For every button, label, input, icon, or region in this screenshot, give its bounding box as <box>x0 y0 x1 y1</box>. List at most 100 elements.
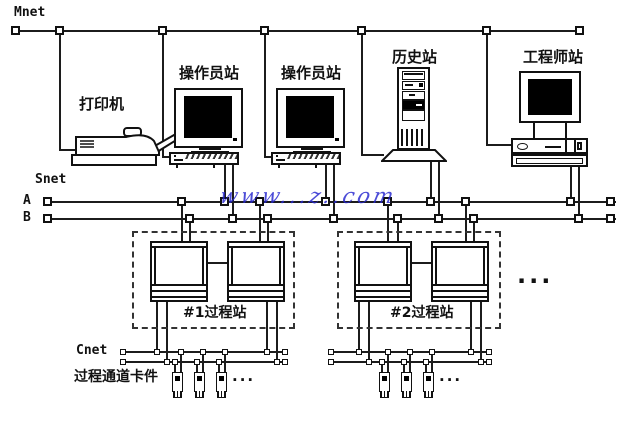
cnet-downlink <box>276 302 278 362</box>
controller-uplink <box>181 202 183 241</box>
snet-bus-b-label: B <box>23 210 31 225</box>
cnet-junction-square <box>468 349 474 355</box>
controller-rack-icon <box>150 241 208 302</box>
cnet-junction-square <box>178 349 184 355</box>
io-card-icon <box>423 372 434 392</box>
cnet-junction-square <box>194 359 200 365</box>
cnet-junction-square <box>486 349 492 355</box>
ellipsis-cards-1: ... <box>232 367 256 385</box>
cnet-junction-square <box>356 349 362 355</box>
io-card-pin <box>409 352 411 372</box>
bus-node-square <box>574 214 583 223</box>
drive-bay-icon <box>402 71 425 80</box>
io-card-pin <box>425 362 427 372</box>
operator-station-1-label: 操作员站 <box>179 64 240 82</box>
mnet-drop <box>264 35 266 158</box>
bus-node-square <box>43 214 52 223</box>
io-card-pin <box>381 362 383 372</box>
engineer-crt-monitor-icon <box>519 71 581 123</box>
io-card-icon <box>216 372 227 392</box>
cnet-junction-square <box>164 359 170 365</box>
cnet-downlink <box>480 302 482 362</box>
bus-node-square <box>177 197 186 206</box>
mnet-bus <box>14 30 584 32</box>
cnet-junction-square <box>172 359 178 365</box>
controller-uplink <box>397 219 399 241</box>
ellipsis-more-stations: ... <box>517 261 554 289</box>
bus-node-square <box>575 26 584 35</box>
snet-tap <box>232 164 234 219</box>
monitor-screen <box>184 96 232 138</box>
process-station-1-box <box>132 231 295 329</box>
operator-1-keyboard-icon <box>169 152 239 168</box>
controller-link <box>208 262 227 264</box>
history-station-label: 历史站 <box>392 48 438 66</box>
bus-node-square <box>606 214 615 223</box>
operator-1-crt-monitor-icon <box>174 88 243 148</box>
controller-uplink <box>473 219 475 241</box>
cnet-junction-square <box>366 359 372 365</box>
cnet-downlink <box>368 302 370 362</box>
bus-node-square <box>220 197 229 206</box>
io-cards-label: 过程通道卡件 <box>74 369 158 385</box>
bus-node-square <box>260 26 269 35</box>
drive-bay-icon <box>402 81 425 90</box>
io-card-icon <box>172 372 183 392</box>
monitor-screen <box>528 79 572 115</box>
controller-uplink <box>465 202 467 241</box>
cnet-junction-square <box>216 359 222 365</box>
controller-uplink <box>189 219 191 241</box>
bus-node-square <box>426 197 435 206</box>
desktop-tray-icon <box>511 154 588 167</box>
io-card-pin <box>196 362 198 372</box>
cnet-junction-square <box>328 349 334 355</box>
bus-node-square <box>185 214 194 223</box>
switch-icon <box>577 142 582 150</box>
snet-label: Snet <box>35 172 67 187</box>
bus-node-square <box>482 26 491 35</box>
power-button-icon <box>517 143 528 150</box>
io-card-connector-icon <box>195 391 204 398</box>
io-card-connector-icon <box>380 391 389 398</box>
cnet-junction-square <box>264 349 270 355</box>
cnet-junction-square <box>407 349 413 355</box>
cnet-junction-square <box>222 349 228 355</box>
process-station-1-label: #1过程站 <box>183 305 247 321</box>
bus-node-square <box>11 26 20 35</box>
cnet-junction-square <box>282 359 288 365</box>
cnet-junction-square <box>429 349 435 355</box>
bus-node-square <box>393 214 402 223</box>
cnet-junction-square <box>282 349 288 355</box>
cnet-junction-square <box>120 359 126 365</box>
controller-rack-icon <box>354 241 412 302</box>
controller-uplink <box>259 202 261 241</box>
floppy-slot-icon <box>545 146 561 148</box>
snet-a-bus <box>44 201 616 203</box>
io-card-connector-icon <box>402 391 411 398</box>
controller-uplink <box>387 202 389 241</box>
controller-uplink <box>267 219 269 241</box>
tower-base-icon <box>381 149 447 162</box>
cnet-junction-square <box>478 359 484 365</box>
io-card-pin <box>387 352 389 372</box>
printer-stub <box>60 149 76 151</box>
bus-node-square <box>469 214 478 223</box>
process-station-2-box <box>337 231 501 329</box>
tower-server-icon <box>397 67 430 150</box>
cnet-junction-square <box>154 349 160 355</box>
history-stub <box>362 154 384 156</box>
bus-node-square <box>228 214 237 223</box>
snet-tap <box>438 161 440 219</box>
cnet-downlink <box>166 302 168 362</box>
bus-node-square <box>329 214 338 223</box>
desktop-case-icon <box>511 138 588 154</box>
io-card-pin <box>431 352 433 372</box>
cnet-junction-square <box>401 359 407 365</box>
io-card-icon <box>401 372 412 392</box>
power-led-icon <box>335 138 339 141</box>
bus-node-square <box>43 197 52 206</box>
io-card-pin <box>174 362 176 372</box>
io-card-connector-icon <box>424 391 433 398</box>
cnet-junction-square <box>200 349 206 355</box>
